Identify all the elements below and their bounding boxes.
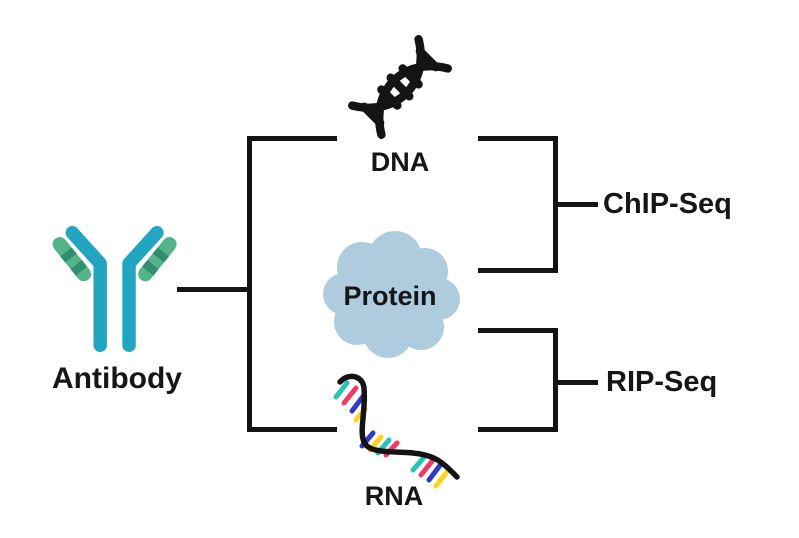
left-bracket-bottom-arm [247,427,337,432]
rna-strand-icon [333,373,460,489]
chip-label-line [553,202,598,207]
protein-blob-icon: Protein [323,231,460,358]
rip-bracket-bottom-arm [478,427,558,432]
rna-nucleotide [426,461,444,483]
dna-rung [377,85,402,110]
dna-rung [398,64,423,89]
rna-nucleotide [333,380,350,400]
antibody-label: Antibody [52,362,182,395]
protein-blob-body [353,258,429,334]
protein-label: Protein [343,281,436,311]
rna-nucleotide [418,457,436,478]
left-bracket-vertical [247,136,252,432]
dna-label: DNA [370,147,430,177]
rna-backbone [337,373,460,480]
left-bracket-top-arm [247,136,337,141]
chip-bracket-top-arm [478,136,558,141]
rip-bracket-top-arm [478,328,558,333]
rna-nucleotide [433,469,450,489]
antibody-light-chain-stripe [142,260,159,276]
dna-rung [359,102,385,128]
rna-nucleotide [410,453,428,473]
antibody-y-icon [52,225,177,352]
dna-rung [415,46,441,72]
dna-helix-icon [348,35,452,139]
chip-seq-label: ChIP-Seq [603,188,732,220]
rip-seq-label: RIP-Seq [606,366,718,398]
antibody-heavy-chain-right [122,225,164,352]
rip-label-line [553,380,598,385]
dna-rung [386,73,414,101]
antibody-connector-line [177,287,249,292]
rna-label: RNA [364,481,424,511]
chip-bracket-bottom-arm [478,268,558,273]
antibody-heavy-chain-left [65,225,107,352]
antibody-light-chain-stripe [60,247,77,263]
antibody-light-chain-stripe [70,260,88,276]
rna-nucleotide [341,385,359,406]
antibody-light-chain-stripe [152,247,169,263]
